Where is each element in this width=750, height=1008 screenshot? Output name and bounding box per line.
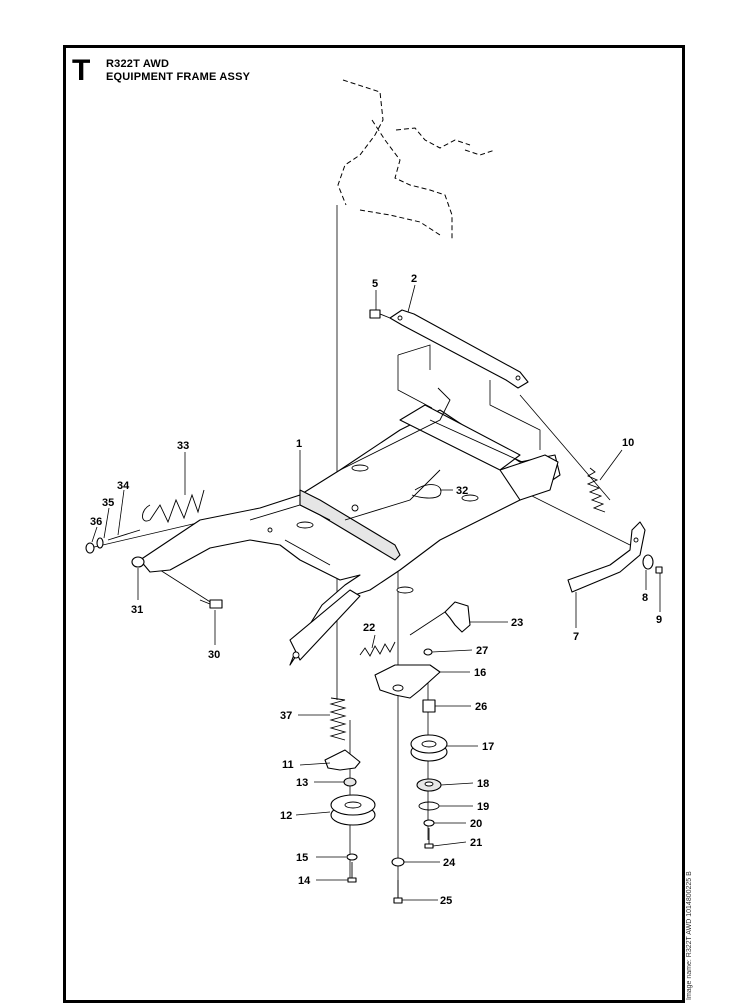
callout-24: 24	[443, 857, 456, 869]
spring-33	[142, 489, 205, 524]
tractor-ghost-outline	[337, 79, 496, 240]
callout-1: 1	[296, 438, 302, 450]
bearing-18	[416, 778, 442, 792]
callout-23: 23	[511, 617, 523, 629]
equipment-frame	[139, 387, 561, 666]
callout-31: 31	[131, 604, 143, 616]
bolt-9	[655, 566, 663, 574]
diagram-frame	[63, 45, 685, 1003]
nut-27	[423, 648, 433, 656]
bolt-21	[424, 828, 434, 849]
callout-32: 32	[456, 485, 468, 497]
callout-21: 21	[470, 837, 482, 849]
hairpin-32	[411, 484, 442, 499]
callout-20: 20	[470, 818, 482, 830]
callout-16: 16	[474, 667, 486, 679]
guide-lines	[89, 205, 631, 900]
callout-14: 14	[298, 875, 311, 887]
bolt-5	[369, 309, 391, 319]
callout-2: 2	[411, 273, 417, 285]
spacer-13	[343, 777, 357, 787]
callout-30: 30	[208, 649, 220, 661]
callout-9: 9	[656, 614, 662, 626]
callout-25: 25	[440, 895, 452, 907]
callout-12: 12	[280, 810, 292, 822]
callout-22: 22	[363, 622, 375, 634]
callout-26: 26	[475, 701, 487, 713]
assembly-title: EQUIPMENT FRAME ASSY	[106, 71, 251, 83]
lift-arm-7	[567, 521, 646, 593]
washer-15	[346, 853, 358, 861]
pulley-12	[330, 794, 376, 826]
section-letter: T	[72, 54, 91, 87]
bolt-30	[199, 599, 223, 609]
callout-labels: 1 2 5 7 8 9 10 11 12 13 14 15 16 17 18 1…	[90, 273, 662, 907]
spacer-26	[422, 699, 436, 713]
spring-10	[586, 467, 606, 513]
washer-24	[391, 857, 405, 867]
callout-10: 10	[622, 437, 634, 449]
bolt-34	[107, 529, 141, 541]
bracket-11	[324, 749, 361, 771]
callout-leaders	[91, 284, 661, 901]
washer-20	[423, 819, 435, 827]
callout-19: 19	[477, 801, 489, 813]
callout-15: 15	[296, 852, 308, 864]
callout-27: 27	[476, 645, 488, 657]
lift-rod	[389, 309, 529, 389]
retaining-ring-19	[418, 801, 440, 811]
model-title: R322T AWD	[106, 58, 170, 70]
idler-bracket-16	[374, 664, 441, 699]
bracket-23	[409, 601, 471, 636]
callout-36: 36	[90, 516, 102, 528]
callout-37: 37	[280, 710, 292, 722]
spacer-31	[131, 556, 145, 568]
nut-36	[85, 542, 95, 554]
callout-33: 33	[177, 440, 189, 452]
callout-11: 11	[282, 759, 294, 771]
washer-35	[96, 537, 104, 549]
bolt-14	[347, 862, 357, 883]
callout-5: 5	[372, 278, 378, 290]
callout-7: 7	[573, 631, 579, 643]
spring-22	[359, 641, 396, 657]
callout-17: 17	[482, 741, 494, 753]
callout-18: 18	[477, 778, 489, 790]
bolt-25	[393, 880, 403, 904]
callout-13: 13	[296, 777, 308, 789]
callout-34: 34	[117, 480, 130, 492]
callout-8: 8	[642, 592, 648, 604]
idler-pulley-17	[410, 734, 448, 762]
spring-37	[329, 697, 347, 741]
washer-8	[642, 554, 654, 570]
callout-35: 35	[102, 497, 114, 509]
